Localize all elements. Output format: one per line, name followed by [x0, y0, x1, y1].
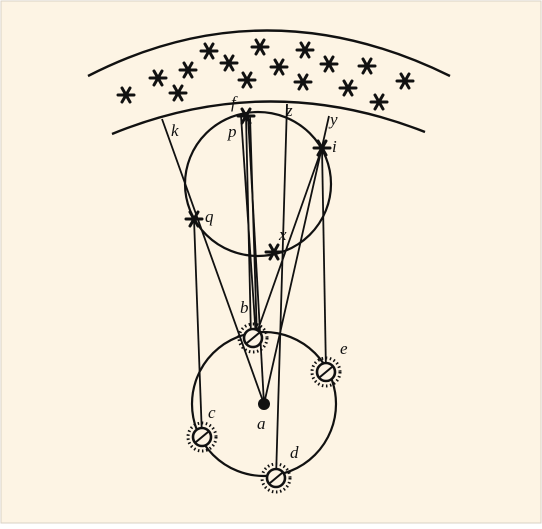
center-point-a [258, 398, 270, 410]
label-d: d [290, 443, 299, 462]
label-e: e [340, 339, 348, 358]
label-k: k [171, 121, 179, 140]
label-q: q [205, 207, 214, 226]
label-b: b [240, 298, 249, 317]
label-c: c [208, 403, 216, 422]
label-z: z [285, 101, 293, 120]
label-y: y [328, 110, 338, 129]
label-i: i [332, 137, 337, 156]
label-x: x [278, 225, 287, 244]
label-p: p [227, 122, 237, 141]
label-a: a [257, 414, 266, 433]
